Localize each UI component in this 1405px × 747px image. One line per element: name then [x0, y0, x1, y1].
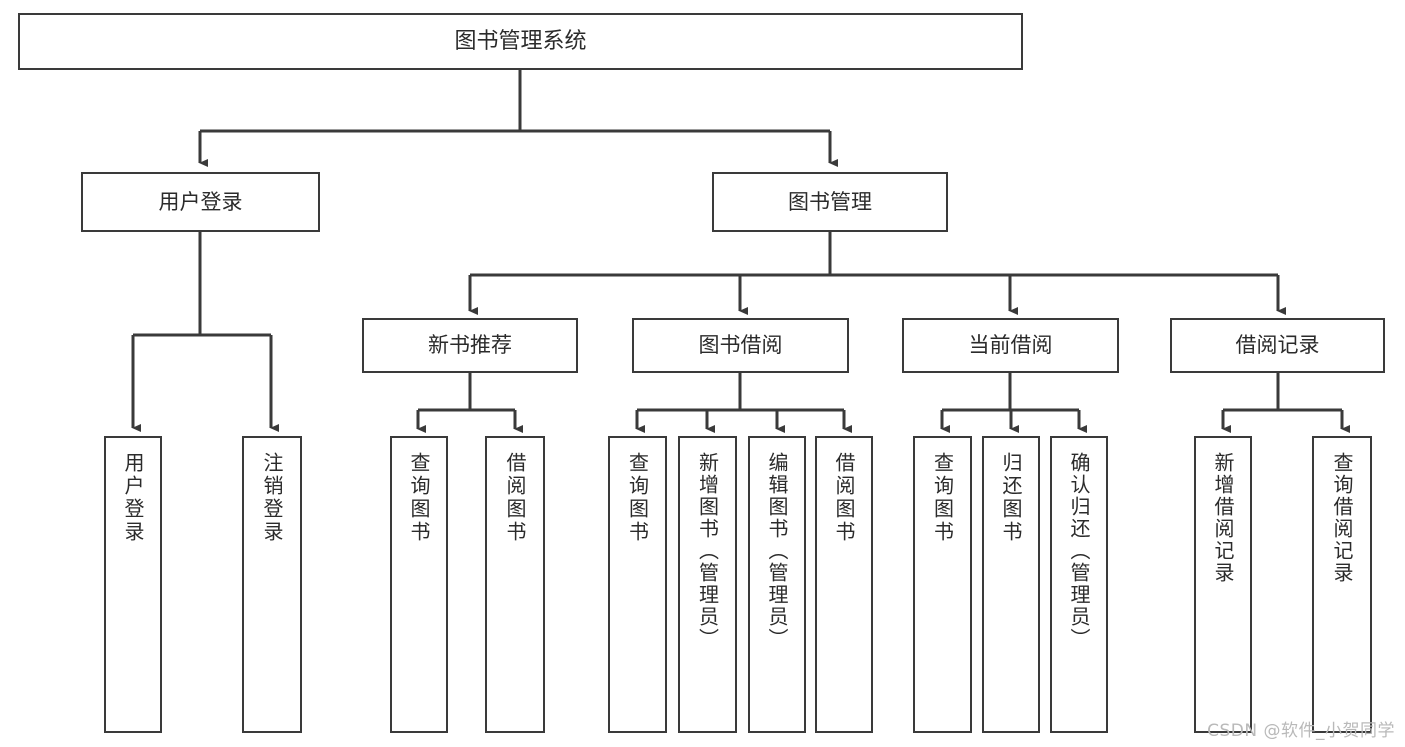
- leaf-user-login[interactable]: 用户登录: [104, 436, 162, 733]
- leaf-borrow-book-label: 借阅图书: [832, 452, 856, 544]
- node-new-book-recommend[interactable]: 新书推荐: [362, 318, 578, 373]
- leaf-return-book[interactable]: 归还图书: [982, 436, 1040, 733]
- leaf-new-book-borrow[interactable]: 借阅图书: [485, 436, 545, 733]
- leaf-add-borrow-record-label: 新增借阅记录: [1211, 452, 1235, 584]
- leaf-add-borrow-record[interactable]: 新增借阅记录: [1194, 436, 1252, 733]
- leaf-query-borrow-record-label: 查询借阅记录: [1330, 452, 1354, 584]
- leaf-borrow-book[interactable]: 借阅图书: [815, 436, 873, 733]
- leaf-user-login-label: 用户登录: [121, 452, 145, 544]
- leaf-add-book-admin-label: 新增图书（管理员）: [695, 452, 720, 650]
- leaf-edit-book-admin[interactable]: 编辑图书（管理员）: [748, 436, 806, 733]
- leaf-new-book-query-label: 查询图书: [407, 452, 431, 544]
- leaf-edit-book-admin-label: 编辑图书（管理员）: [765, 452, 789, 650]
- leaf-borrow-query-book-label: 查询图书: [625, 452, 650, 544]
- node-book-borrow[interactable]: 图书借阅: [632, 318, 849, 373]
- watermark-text: CSDN @软件_小贺同学: [1207, 721, 1395, 741]
- node-new-book-recommend-label: 新书推荐: [428, 333, 512, 358]
- node-root[interactable]: 图书管理系统: [18, 13, 1023, 70]
- leaf-confirm-return-admin-label: 确认归还（管理员）: [1067, 452, 1091, 650]
- node-current-borrow-label: 当前借阅: [968, 333, 1053, 358]
- leaf-current-query-book-label: 查询图书: [930, 452, 955, 544]
- node-root-label: 图书管理系统: [454, 28, 587, 54]
- node-book-management[interactable]: 图书管理: [712, 172, 948, 232]
- node-current-borrow[interactable]: 当前借阅: [902, 318, 1119, 373]
- leaf-borrow-query-book[interactable]: 查询图书: [608, 436, 667, 733]
- leaf-current-query-book[interactable]: 查询图书: [913, 436, 972, 733]
- leaf-new-book-borrow-label: 借阅图书: [503, 452, 527, 544]
- node-book-borrow-label: 图书借阅: [698, 333, 783, 358]
- leaf-user-logout[interactable]: 注销登录: [242, 436, 302, 733]
- node-user-login-label: 用户登录: [158, 189, 243, 214]
- leaf-add-book-admin[interactable]: 新增图书（管理员）: [678, 436, 737, 733]
- node-user-login[interactable]: 用户登录: [81, 172, 320, 232]
- leaf-query-borrow-record[interactable]: 查询借阅记录: [1312, 436, 1372, 733]
- leaf-confirm-return-admin[interactable]: 确认归还（管理员）: [1050, 436, 1108, 733]
- node-book-management-label: 图书管理: [788, 189, 872, 214]
- node-borrow-record[interactable]: 借阅记录: [1170, 318, 1385, 373]
- leaf-user-logout-label: 注销登录: [260, 452, 284, 544]
- leaf-new-book-query[interactable]: 查询图书: [390, 436, 448, 733]
- leaf-return-book-label: 归还图书: [999, 452, 1023, 544]
- node-borrow-record-label: 借阅记录: [1235, 333, 1320, 358]
